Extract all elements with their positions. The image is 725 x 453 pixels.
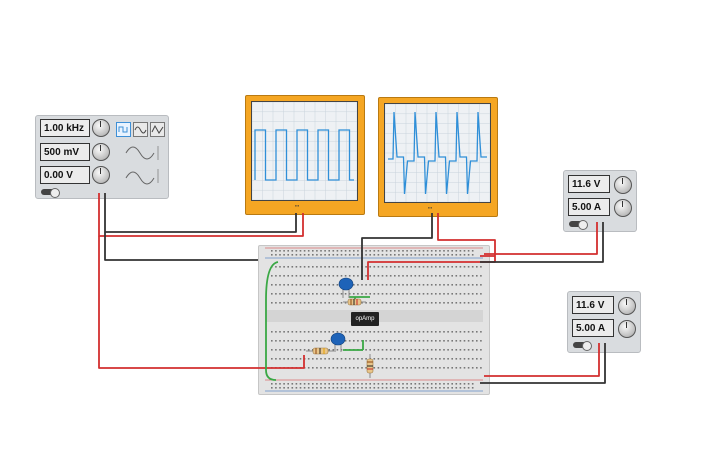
frequency-display: 1.00 kHz <box>40 119 90 137</box>
power-supply-2-voltage: 11.6 V <box>572 296 614 314</box>
power-toggle-icon[interactable] <box>573 341 592 351</box>
current-knob-icon[interactable] <box>618 320 636 338</box>
oscilloscope-1-footer: ▪▪▪ <box>295 203 300 208</box>
wire-psu2-negative <box>484 343 600 377</box>
oscilloscope-2-screen <box>384 103 491 203</box>
power-toggle-icon[interactable] <box>569 220 588 230</box>
voltage-knob-icon[interactable] <box>618 297 636 315</box>
power-supply-2-current: 5.00 A <box>572 319 614 337</box>
power-supply-1[interactable]: 11.6 V 5.00 A <box>563 170 637 232</box>
dc-offset-knob-icon[interactable] <box>92 166 110 184</box>
resistor-vertical <box>366 354 374 378</box>
breadboard-holes <box>265 247 483 392</box>
amplitude-display: 500 mV <box>40 143 90 161</box>
power-supply-2[interactable]: 11.6 V 5.00 A <box>567 291 641 353</box>
voltage-knob-icon[interactable] <box>614 176 632 194</box>
breadboard-hole-grid <box>271 250 482 389</box>
power-supply-1-current: 5.00 A <box>568 198 610 216</box>
wire-psu1-ground <box>480 222 604 263</box>
oscilloscope-1[interactable]: ▪▪▪ <box>245 95 365 215</box>
spike-wave-trace <box>388 111 487 195</box>
resistor-input <box>306 347 334 355</box>
wire-fgen-scope1-ground <box>104 193 297 233</box>
wire-scope2-ground <box>361 213 433 280</box>
amplitude-knob-icon[interactable] <box>92 143 110 161</box>
oscilloscope-2[interactable]: ▪▪▪ <box>378 97 498 217</box>
resistor-upper <box>343 298 366 306</box>
wire-green-lower <box>343 340 364 351</box>
wire-psu1-positive <box>484 222 598 255</box>
wire-scope2-signal <box>367 213 496 280</box>
offset-sine-icon <box>125 169 159 185</box>
dc-offset-display: 0.00 V <box>40 166 90 184</box>
square-wave-trace <box>254 129 354 181</box>
power-toggle-icon[interactable] <box>41 188 60 198</box>
wire-fgen-scope1-signal <box>98 193 304 237</box>
opamp-chip[interactable]: opAmp <box>351 312 379 326</box>
triangle-wave-button[interactable] <box>150 122 165 137</box>
frequency-knob-icon[interactable] <box>92 119 110 137</box>
capacitor-lower <box>330 332 346 352</box>
current-knob-icon[interactable] <box>614 199 632 217</box>
square-wave-button[interactable] <box>116 122 131 137</box>
power-supply-1-voltage: 11.6 V <box>568 175 610 193</box>
triangle-wave-icon <box>151 124 164 134</box>
oscilloscope-2-footer: ▪▪▪ <box>428 205 433 210</box>
wire-fgen-signal-breadboard <box>98 236 305 369</box>
amplitude-sine-icon <box>125 146 159 160</box>
wire-fgen-ground-breadboard <box>104 232 258 261</box>
function-generator[interactable]: 1.00 kHz 500 mV 0.00 V <box>35 115 169 199</box>
oscilloscope-1-screen <box>251 101 358 201</box>
sine-wave-button[interactable] <box>133 122 148 137</box>
square-wave-icon <box>118 126 128 133</box>
capacitor-upper <box>338 277 354 298</box>
sine-wave-icon <box>134 126 147 134</box>
wire-psu2-ground <box>480 343 606 384</box>
wire-green-rail <box>265 261 279 381</box>
